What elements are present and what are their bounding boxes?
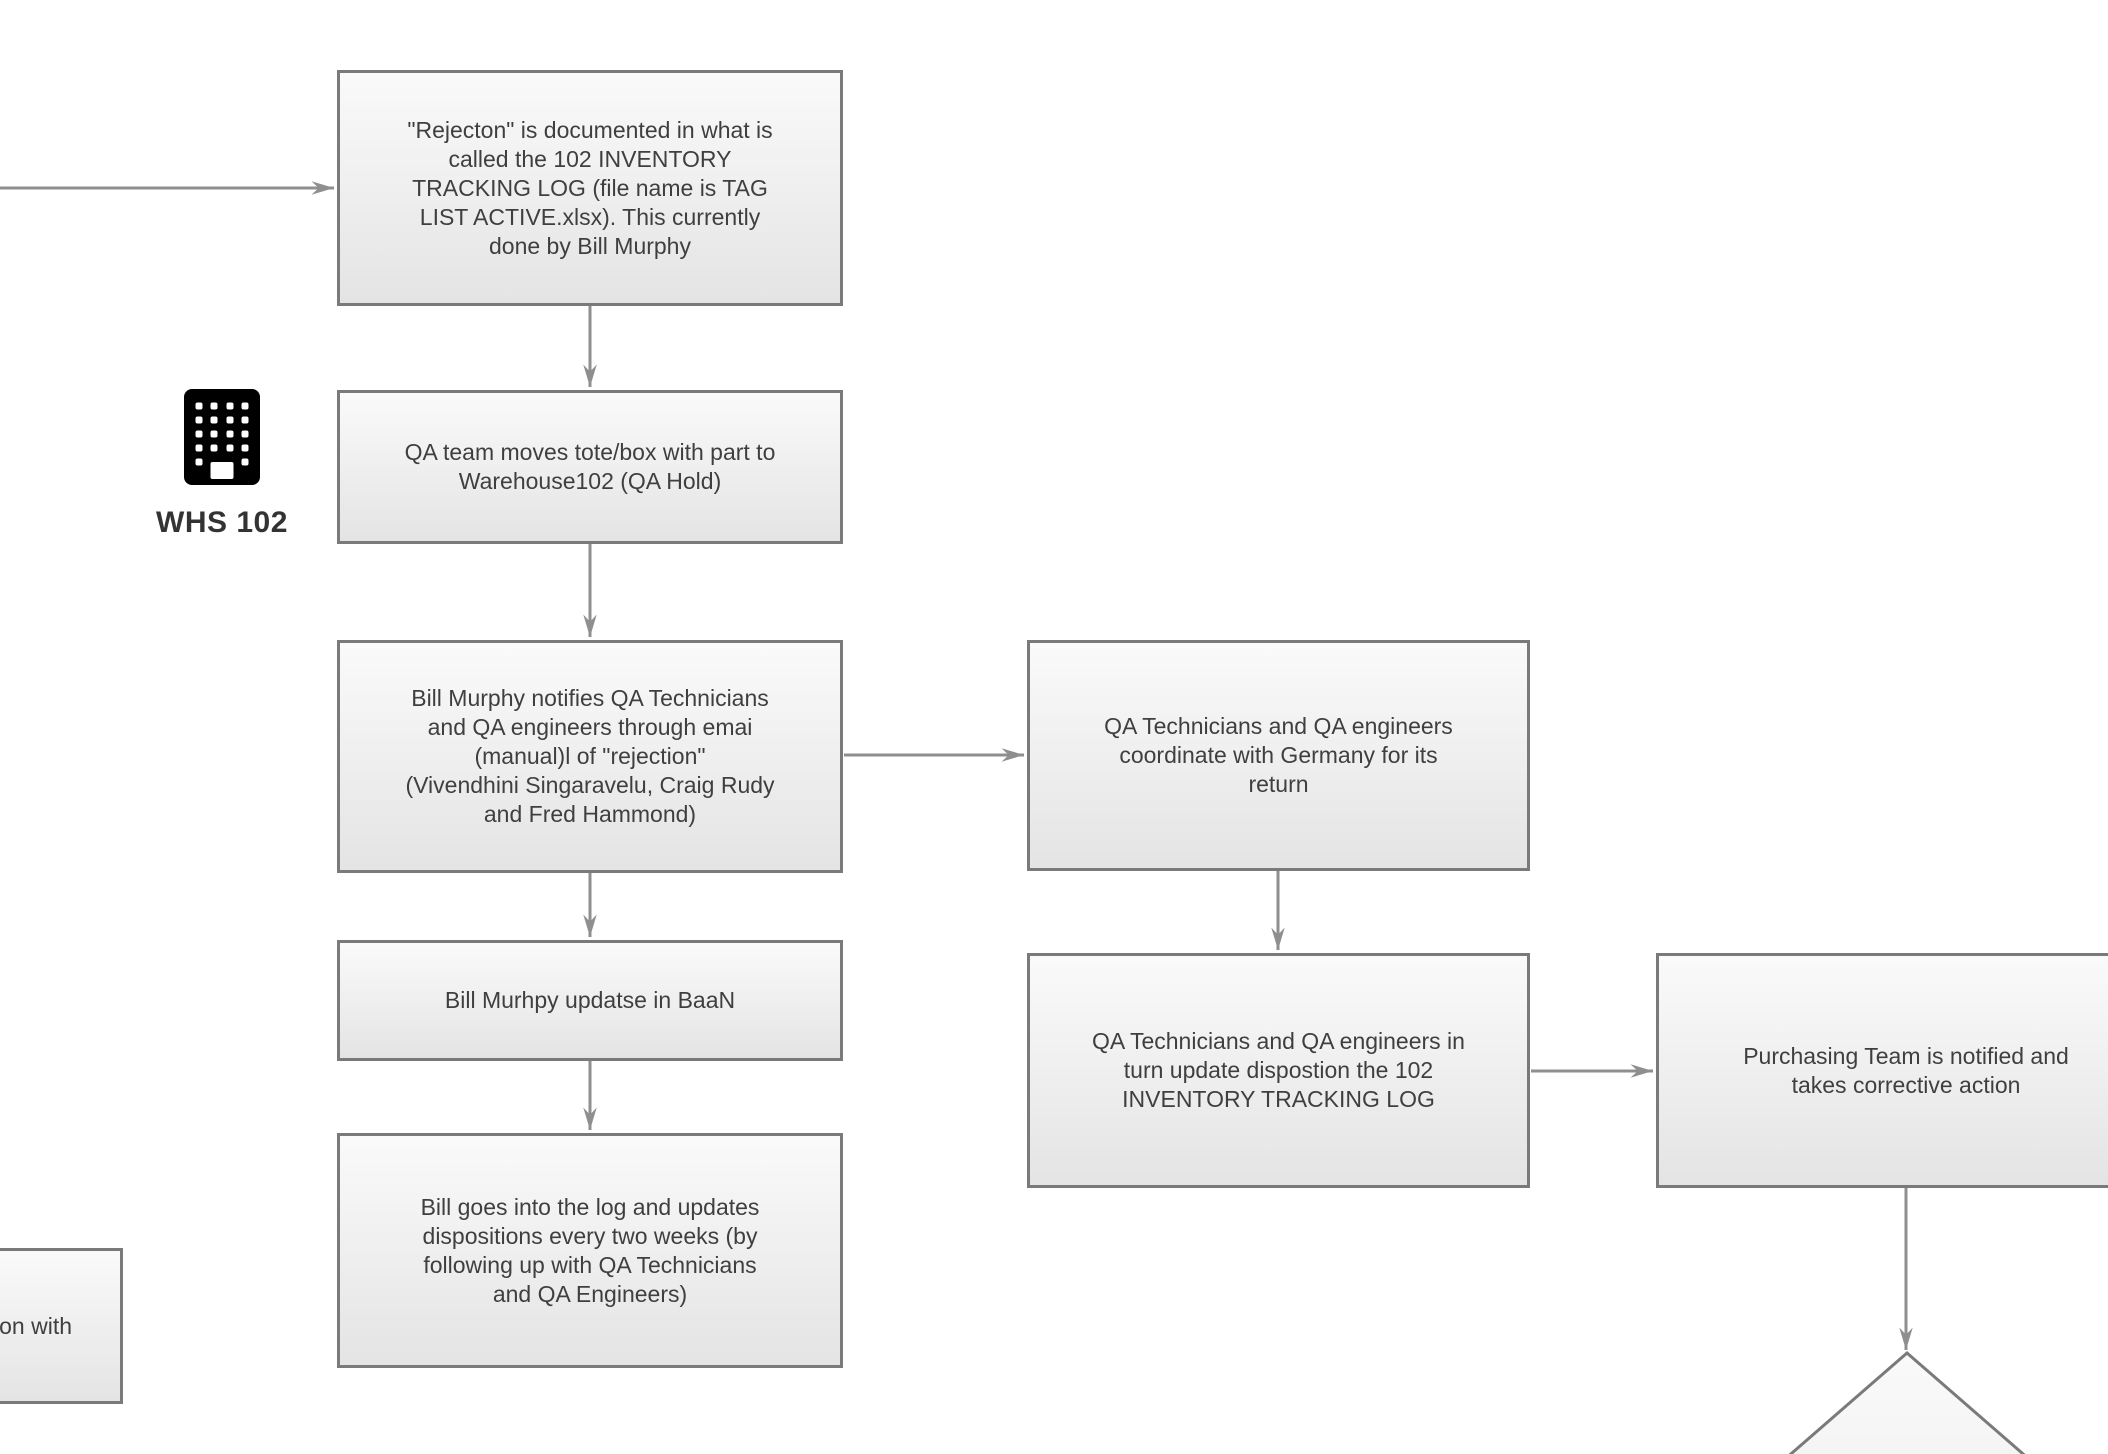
node-text: QA Technicians and QA engineers in turn …: [1092, 1028, 1465, 1112]
node-purchasing-team: Purchasing Team is notified and takes co…: [1656, 953, 2108, 1188]
node-text: Bill Murphy notifies QA Technicians and …: [405, 685, 775, 827]
node-text: QA Technicians and QA engineers coordina…: [1104, 713, 1453, 797]
node-bill-notifies: Bill Murphy notifies QA Technicians and …: [337, 640, 843, 873]
node-bill-log-update: Bill goes into the log and updates dispo…: [337, 1133, 843, 1368]
node-text: QA team moves tote/box with part to Ware…: [404, 439, 776, 494]
node-text: Bill goes into the log and updates dispo…: [420, 1193, 760, 1307]
building-icon: [184, 389, 260, 485]
node-rejection-documented: "Rejecton" is documented in what is call…: [337, 70, 843, 306]
node-text: Bill Murhpy updatse in BaaN: [444, 987, 736, 1013]
node-text: Purchasing Team is notified and takes co…: [1743, 1042, 2069, 1098]
warehouse-label: WHS 102: [156, 506, 288, 539]
node-decision-diamond: [1788, 1351, 2026, 1454]
node-bill-updates-baan: Bill Murhpy updatse in BaaN: [337, 940, 843, 1061]
node-update-tracking-log: QA Technicians and QA engineers in turn …: [1027, 953, 1530, 1188]
node-partial-left: on with: [0, 1248, 123, 1404]
node-text: "Rejecton" is documented in what is call…: [407, 116, 773, 259]
node-qa-moves-tote: QA team moves tote/box with part to Ware…: [337, 390, 843, 544]
node-text: on with: [0, 1312, 72, 1339]
node-coordinate-germany: QA Technicians and QA engineers coordina…: [1027, 640, 1530, 871]
